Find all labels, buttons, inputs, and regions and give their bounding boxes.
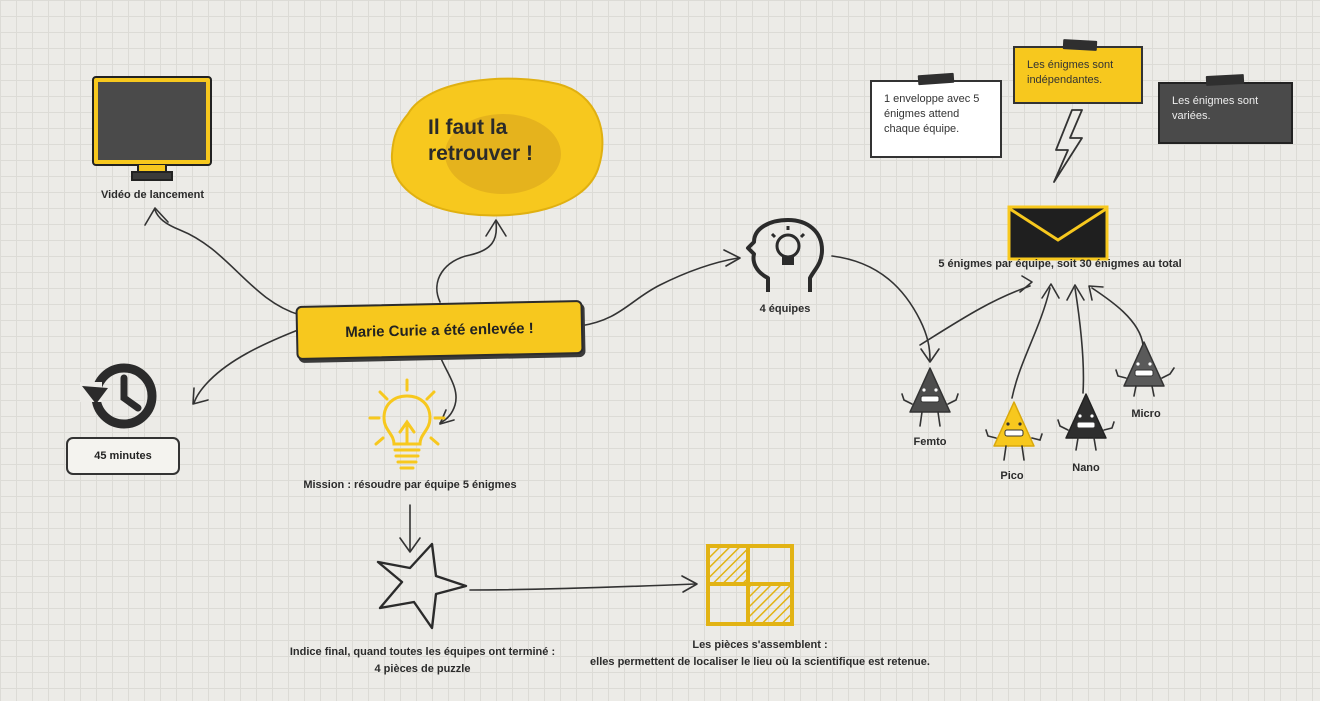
arrow-to-teams <box>579 257 739 327</box>
star-icon <box>376 542 468 630</box>
note-independent: Les énigmes sont indépendantes. <box>1013 39 1143 104</box>
mission-label: Mission : résoudre par équipe 5 énigmes <box>303 479 517 491</box>
final-clue-label: Indice final, quand toutes les équipes o… <box>270 644 575 678</box>
teams-label: 4 équipes <box>759 303 811 315</box>
arrow-nano-envelope <box>1074 287 1085 394</box>
puzzle-grid-icon <box>706 544 794 626</box>
character-pico-label: Pico <box>1000 470 1024 482</box>
blob-message: Il faut la retrouver ! <box>428 115 568 167</box>
envelope-label: 5 énigmes par équipe, soit 30 énigmes au… <box>938 258 1182 270</box>
character-nano-icon <box>1057 393 1115 451</box>
duration-box: 45 minutes <box>66 437 180 475</box>
monitor-icon <box>92 76 212 181</box>
note-varied: Les énigmes sont variées. <box>1158 74 1293 144</box>
arrow-to-blob <box>436 221 498 303</box>
lightning-icon <box>1053 109 1083 183</box>
character-femto-icon <box>901 367 959 427</box>
yellow-blob-shape <box>390 77 604 217</box>
character-micro-icon <box>1115 341 1175 397</box>
arrow-micro-envelope <box>1091 287 1144 346</box>
central-title-box: Marie Curie a été enlevée ! <box>295 300 584 360</box>
arrow-femto-envelope <box>919 285 1031 346</box>
character-pico-icon <box>985 401 1043 461</box>
note-envelope-info: 1 enveloppe avec 5 énigmes attend chaque… <box>870 72 1002 158</box>
pieces-line-2: elles permettent de localiser le lieu où… <box>590 656 930 668</box>
tape-strip <box>1205 74 1245 86</box>
history-clock-icon <box>80 363 157 429</box>
arrow-to-timer <box>193 329 299 404</box>
note-2-text: Les énigmes sont indépendantes. <box>1027 59 1114 86</box>
arrow-pico-envelope <box>1011 287 1051 399</box>
tape-strip <box>1062 39 1098 51</box>
character-micro-label: Micro <box>1131 408 1161 420</box>
arrow-to-pieces <box>469 583 696 591</box>
note-1-text: 1 enveloppe avec 5 énigmes attend chaque… <box>884 93 980 135</box>
video-label: Vidéo de lancement <box>100 189 205 201</box>
central-title: Marie Curie a été enlevée ! <box>345 319 534 341</box>
final-clue-line-1: Indice final, quand toutes les équipes o… <box>289 646 556 658</box>
note-3-text: Les énigmes sont variées. <box>1172 95 1259 122</box>
arrow-to-femto <box>831 255 931 361</box>
duration-label: 45 minutes <box>94 450 152 462</box>
arrow-to-mission <box>439 355 457 424</box>
character-femto-label: Femto <box>913 436 947 448</box>
blob-line-2: retrouver ! <box>428 142 534 165</box>
pieces-label: Les pièces s'assemblent : elles permette… <box>560 637 960 671</box>
arrow-to-video <box>154 209 301 316</box>
pieces-line-1: Les pièces s'assemblent : <box>692 639 828 651</box>
envelope-icon <box>1007 205 1109 261</box>
head-lightbulb-icon <box>746 218 824 292</box>
blob-line-1: Il faut la <box>428 116 508 139</box>
lightbulb-icon <box>368 378 446 470</box>
tape-strip <box>917 72 955 86</box>
character-nano-label: Nano <box>1072 462 1100 474</box>
final-clue-line-2: 4 pièces de puzzle <box>374 663 471 675</box>
